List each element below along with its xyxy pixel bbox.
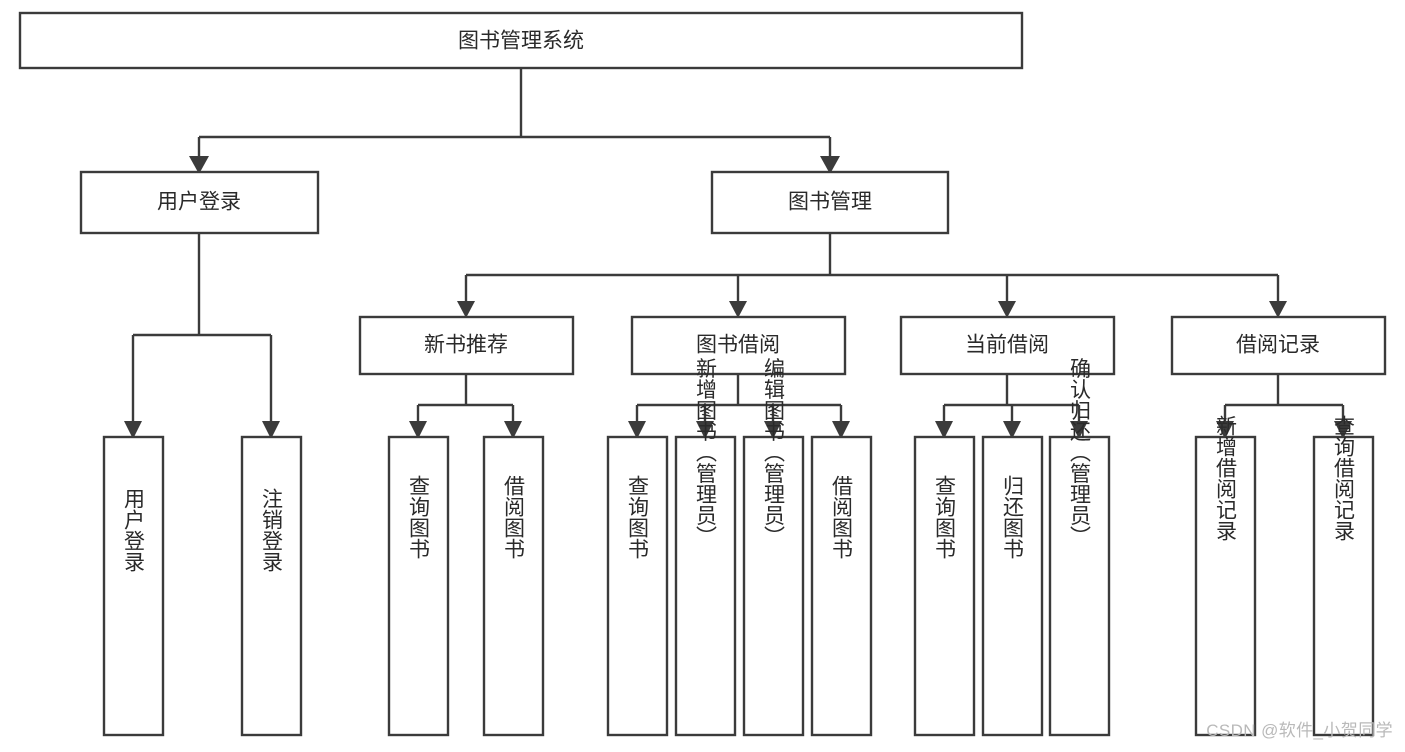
connector-layer bbox=[131, 68, 1345, 423]
arrow-icon-leaf-confirm-return bbox=[1070, 421, 1088, 439]
node-leaf-add-book[interactable]: 新增图书（管理员） bbox=[674, 358, 737, 737]
node-leaf-query-record-label: 查询借阅记录 bbox=[1332, 415, 1356, 541]
node-leaf-query-book-3-box[interactable] bbox=[913, 435, 976, 737]
arrow-icon-leaf-query-book-2 bbox=[628, 421, 646, 439]
arrow-icon-leaf-borrow-book-1 bbox=[504, 421, 522, 439]
arrow-icon-leaf-query-book-3 bbox=[935, 421, 953, 439]
node-book-borrow-label: 图书借阅 bbox=[696, 334, 780, 357]
arrow-icon-leaf-user-login bbox=[124, 421, 142, 439]
node-root-label: 图书管理系统 bbox=[458, 30, 584, 53]
arrow-icon-leaf-user-logout bbox=[262, 421, 280, 439]
node-leaf-borrow-book-1-label: 借阅图书 bbox=[502, 475, 526, 559]
node-root[interactable]: 图书管理系统 bbox=[18, 11, 1024, 70]
node-book-manage-label: 图书管理 bbox=[788, 191, 872, 214]
node-borrow-record[interactable]: 借阅记录 bbox=[1170, 315, 1387, 376]
node-leaf-borrow-book-2-box[interactable] bbox=[810, 435, 873, 737]
node-borrow-record-box[interactable] bbox=[1170, 315, 1387, 376]
arrow-icon-new-book-recommend bbox=[457, 301, 475, 318]
arrowhead-layer bbox=[124, 156, 1352, 439]
node-book-manage[interactable]: 图书管理 bbox=[710, 170, 950, 235]
node-user-login-box[interactable] bbox=[79, 170, 320, 235]
node-leaf-add-record[interactable]: 新增借阅记录 bbox=[1194, 415, 1257, 737]
node-leaf-user-logout-box[interactable] bbox=[240, 435, 303, 737]
node-leaf-user-login-label: 用户登录 bbox=[122, 488, 146, 572]
node-current-borrow-label: 当前借阅 bbox=[965, 334, 1049, 357]
arrow-icon-book-borrow bbox=[729, 301, 747, 318]
node-new-book-recommend-label: 新书推荐 bbox=[424, 334, 508, 357]
node-leaf-query-record[interactable]: 查询借阅记录 bbox=[1312, 415, 1375, 737]
node-leaf-query-book-1-box[interactable] bbox=[387, 435, 450, 737]
node-user-login[interactable]: 用户登录 bbox=[79, 170, 320, 235]
arrow-icon-user-login bbox=[189, 156, 209, 174]
node-leaf-confirm-return-label: 确认归还（管理员） bbox=[1068, 358, 1092, 547]
node-leaf-user-logout[interactable]: 注销登录 bbox=[240, 435, 303, 737]
node-leaf-query-book-2[interactable]: 查询图书 bbox=[606, 435, 669, 737]
node-current-borrow[interactable]: 当前借阅 bbox=[899, 315, 1116, 376]
node-leaf-confirm-return[interactable]: 确认归还（管理员） bbox=[1048, 358, 1111, 737]
node-leaf-query-book-2-label: 查询图书 bbox=[626, 475, 650, 559]
arrow-icon-borrow-record bbox=[1269, 301, 1287, 318]
node-leaf-query-book-3[interactable]: 查询图书 bbox=[913, 435, 976, 737]
node-new-book-recommend[interactable]: 新书推荐 bbox=[358, 315, 575, 376]
node-root-box[interactable] bbox=[18, 11, 1024, 70]
node-leaf-query-book-2-box[interactable] bbox=[606, 435, 669, 737]
arrow-icon-leaf-query-book-1 bbox=[409, 421, 427, 439]
node-leaf-edit-book-box[interactable] bbox=[742, 435, 805, 737]
watermark-text: CSDN @软件_小贺同学 bbox=[1206, 721, 1393, 740]
arrow-icon-leaf-return-book bbox=[1003, 421, 1021, 439]
node-current-borrow-box[interactable] bbox=[899, 315, 1116, 376]
arrow-icon-leaf-query-record bbox=[1334, 421, 1352, 439]
node-leaf-query-record-box[interactable] bbox=[1312, 435, 1375, 737]
arrow-icon-leaf-add-book bbox=[696, 421, 714, 439]
node-leaf-edit-book[interactable]: 编辑图书（管理员） bbox=[742, 358, 805, 737]
node-leaf-query-book-3-label: 查询图书 bbox=[933, 475, 957, 559]
node-book-borrow[interactable]: 图书借阅 bbox=[630, 315, 847, 376]
node-leaf-borrow-book-2-label: 借阅图书 bbox=[830, 475, 854, 559]
node-book-borrow-box[interactable] bbox=[630, 315, 847, 376]
node-leaf-add-book-box[interactable] bbox=[674, 435, 737, 737]
arrow-icon-leaf-borrow-book-2 bbox=[832, 421, 850, 439]
node-leaf-user-logout-label: 注销登录 bbox=[260, 488, 284, 572]
arrow-icon-current-borrow bbox=[998, 301, 1016, 318]
node-leaf-add-record-label: 新增借阅记录 bbox=[1214, 415, 1238, 541]
node-leaf-add-book-label: 新增图书（管理员） bbox=[694, 358, 718, 547]
node-leaf-add-record-box[interactable] bbox=[1194, 435, 1257, 737]
arrow-icon-book-manage bbox=[820, 156, 840, 174]
node-user-login-label: 用户登录 bbox=[157, 191, 241, 214]
node-leaf-confirm-return-box[interactable] bbox=[1048, 435, 1111, 737]
node-leaf-return-book-label: 归还图书 bbox=[1001, 475, 1025, 559]
node-leaf-query-book-1-label: 查询图书 bbox=[407, 475, 431, 559]
node-leaf-query-book-1[interactable]: 查询图书 bbox=[387, 435, 450, 737]
node-new-book-recommend-box[interactable] bbox=[358, 315, 575, 376]
node-book-manage-box[interactable] bbox=[710, 170, 950, 235]
node-leaf-borrow-book-1[interactable]: 借阅图书 bbox=[482, 435, 545, 737]
node-leaf-borrow-book-2[interactable]: 借阅图书 bbox=[810, 435, 873, 737]
node-leaf-borrow-book-1-box[interactable] bbox=[482, 435, 545, 737]
node-leaf-return-book[interactable]: 归还图书 bbox=[981, 435, 1044, 737]
node-leaf-user-login[interactable]: 用户登录 bbox=[102, 435, 165, 737]
node-leaf-edit-book-label: 编辑图书（管理员） bbox=[762, 358, 786, 547]
node-leaf-user-login-box[interactable] bbox=[102, 435, 165, 737]
node-borrow-record-label: 借阅记录 bbox=[1236, 334, 1320, 357]
arrow-icon-leaf-add-record bbox=[1216, 421, 1234, 439]
node-leaf-return-book-box[interactable] bbox=[981, 435, 1044, 737]
arrow-icon-leaf-edit-book bbox=[764, 421, 782, 439]
